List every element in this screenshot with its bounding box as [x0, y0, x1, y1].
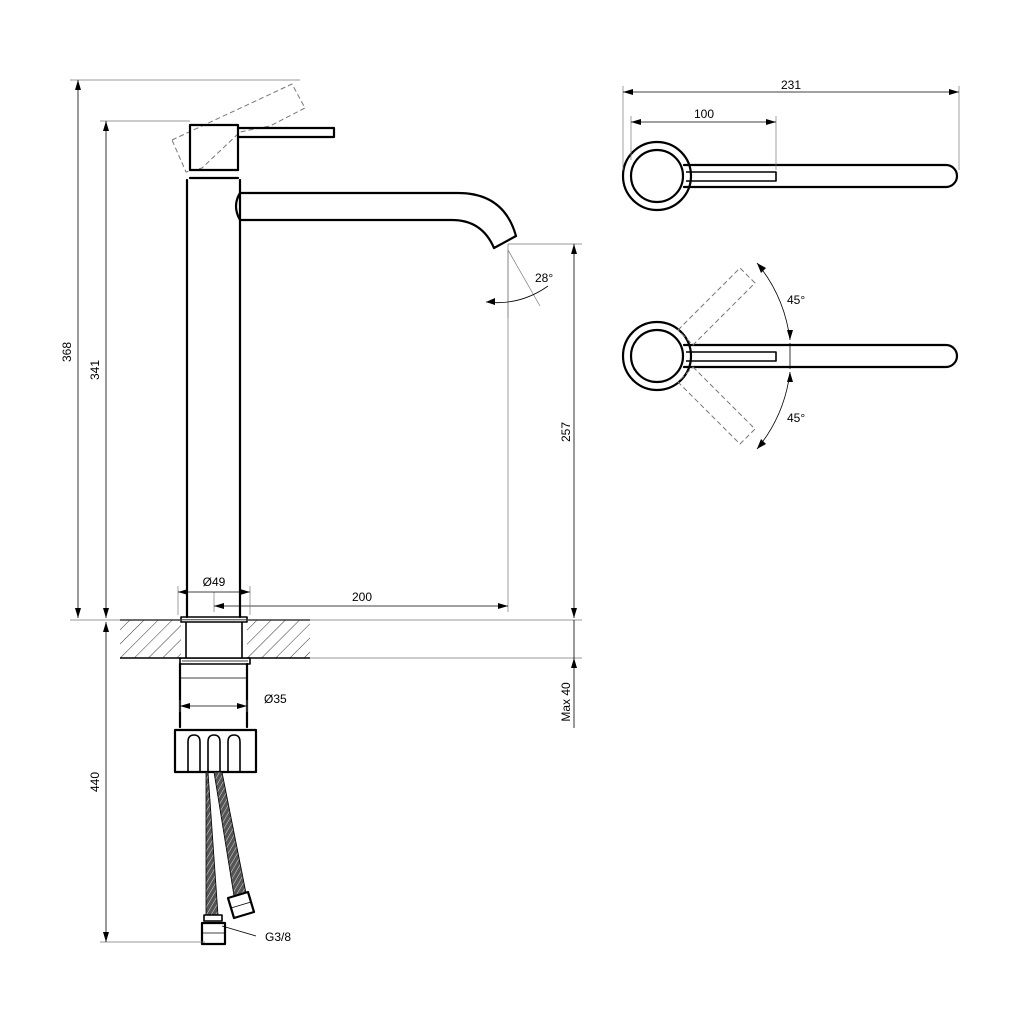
dim-spout-height — [508, 243, 582, 618]
lever — [188, 123, 336, 180]
dim-deck-thickness — [310, 620, 582, 728]
lever-raised-dashed — [171, 83, 306, 173]
top-view: 231 100 — [621, 78, 960, 212]
hose-thread-leader — [221, 925, 257, 937]
dim-overall-height — [70, 79, 300, 618]
dim-deck-thickness-label: Max 40 — [559, 682, 573, 722]
dim-top-width-label: 231 — [781, 78, 801, 92]
rotation-arc-up — [756, 262, 793, 341]
lever-rotated-down-dashed — [677, 366, 756, 445]
dim-hose-length — [100, 622, 205, 943]
dim-top-body — [630, 116, 777, 170]
dim-body-height-label: 341 — [88, 360, 102, 380]
dim-body-diameter-label: Ø49 — [203, 575, 226, 589]
hose-thread-label: G3/8 — [265, 930, 291, 944]
dim-spout-angle — [485, 249, 549, 318]
dim-shank-diameter — [179, 700, 248, 712]
dim-spout-height-label: 257 — [559, 422, 573, 442]
dim-hose-length-label: 440 — [88, 772, 102, 792]
rotation-arc-down — [756, 371, 793, 450]
dim-spout-reach — [213, 244, 509, 612]
lever-rotated-up-dashed — [677, 267, 756, 346]
spout — [234, 191, 518, 250]
mounting-nut — [173, 728, 258, 774]
side-view: 368 341 257 200 — [60, 79, 582, 946]
rotation-view: 45° 45° — [621, 262, 959, 450]
shank — [178, 662, 249, 729]
dim-body-height — [100, 120, 190, 618]
rotation-up-label: 45° — [787, 293, 805, 307]
hose-left — [200, 771, 227, 946]
dim-overall-height-label: 368 — [60, 342, 74, 362]
dim-shank-diameter-label: Ø35 — [264, 692, 287, 706]
dim-spout-angle-label: 28° — [535, 271, 553, 285]
rotation-down-label: 45° — [787, 411, 805, 425]
hose-right — [213, 771, 256, 920]
countertop — [120, 616, 310, 665]
dim-body-diameter — [177, 586, 251, 615]
dim-spout-reach-label: 200 — [352, 590, 372, 604]
dim-top-width — [622, 86, 960, 170]
body-column — [185, 178, 242, 619]
dim-top-body-label: 100 — [694, 107, 714, 121]
